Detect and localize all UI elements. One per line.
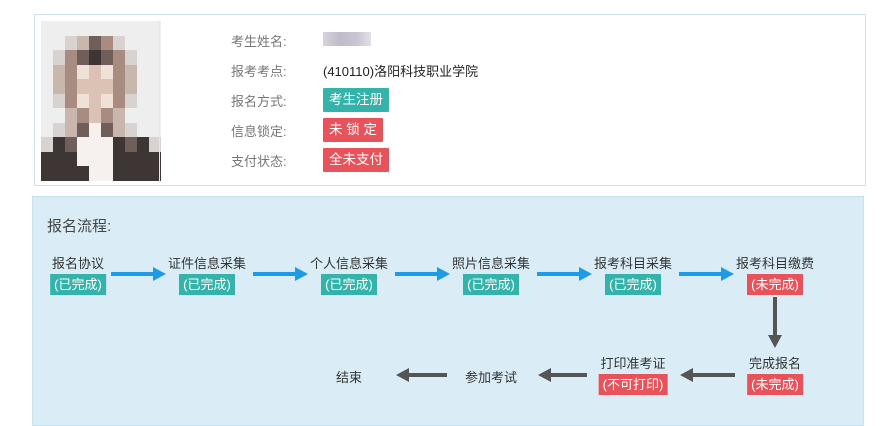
step-subject-payment-name: 报考科目缴费 <box>735 256 815 271</box>
step-print-admission[interactable]: 打印准考证 (不可打印) <box>598 356 668 395</box>
step-print-admission-status: (不可打印) <box>598 374 668 395</box>
registration-process-panel: 报名流程: 报名协议 (已完成) 证件信息采集 (已完成) 个人信息采集 (已完… <box>32 196 864 426</box>
row-registration-method: 报名方式: 考生注册 <box>231 88 389 112</box>
redacted-name <box>323 31 371 46</box>
payment-status-badge: 全未支付 <box>323 148 389 172</box>
step-registration-complete[interactable]: 完成报名 (未完成) <box>747 356 803 395</box>
step-personal-info[interactable]: 个人信息采集 (已完成) <box>310 256 388 295</box>
step-registration-complete-name: 完成报名 <box>748 356 802 371</box>
step-personal-info-status: (已完成) <box>321 274 377 295</box>
payment-status-label: 支付状态: <box>231 153 287 169</box>
arrow-left-icon <box>396 368 447 382</box>
step-subject-payment[interactable]: 报考科目缴费 (未完成) <box>736 256 814 295</box>
step-id-info-status: (已完成) <box>179 274 235 295</box>
profile-card: 考生姓名: 报考考点: (410110)洛阳科技职业学院 报名方式: 考生注册 … <box>34 14 866 186</box>
name-value <box>323 31 371 49</box>
candidate-photo <box>41 21 161 181</box>
arrow-right-icon <box>253 267 308 281</box>
step-photo-info-status: (已完成) <box>463 274 519 295</box>
arrow-down-icon <box>768 297 782 348</box>
step-subject-payment-status: (未完成) <box>747 274 803 295</box>
step-id-info[interactable]: 证件信息采集 (已完成) <box>168 256 246 295</box>
registration-method-badge: 考生注册 <box>323 88 389 112</box>
photo-divider <box>159 21 160 181</box>
step-agreement[interactable]: 报名协议 (已完成) <box>50 256 106 295</box>
step-id-info-name: 证件信息采集 <box>167 256 247 271</box>
step-end[interactable]: 结束 <box>335 370 363 385</box>
step-photo-info-name: 照片信息采集 <box>451 256 531 271</box>
info-lock-badge: 未 锁 定 <box>323 118 384 142</box>
process-title: 报名流程: <box>47 218 112 235</box>
step-print-admission-name: 打印准考证 <box>600 356 666 371</box>
info-lock-label: 信息锁定: <box>231 123 287 139</box>
step-agreement-name: 报名协议 <box>51 256 105 271</box>
arrow-right-icon <box>111 267 166 281</box>
row-name: 考生姓名: <box>231 28 371 52</box>
row-info-lock: 信息锁定: 未 锁 定 <box>231 118 384 142</box>
exam-site-value: (410110)洛阳科技职业学院 <box>323 63 479 79</box>
row-payment-status: 支付状态: 全未支付 <box>231 148 389 172</box>
row-exam-site: 报考考点: (410110)洛阳科技职业学院 <box>231 58 478 82</box>
step-photo-info[interactable]: 照片信息采集 (已完成) <box>452 256 530 295</box>
arrow-right-icon <box>537 267 592 281</box>
name-label: 考生姓名: <box>231 33 287 49</box>
step-subject-selection-status: (已完成) <box>605 274 661 295</box>
exam-site-label: 报考考点: <box>231 63 287 79</box>
arrow-right-icon <box>679 267 734 281</box>
step-personal-info-name: 个人信息采集 <box>309 256 389 271</box>
step-subject-selection[interactable]: 报考科目采集 (已完成) <box>594 256 672 295</box>
step-agreement-status: (已完成) <box>50 274 106 295</box>
registration-method-label: 报名方式: <box>231 93 287 109</box>
arrow-left-icon <box>538 368 587 382</box>
step-registration-complete-status: (未完成) <box>747 374 803 395</box>
step-take-exam[interactable]: 参加考试 <box>464 370 518 385</box>
arrow-left-icon <box>680 368 735 382</box>
arrow-right-icon <box>395 267 450 281</box>
step-subject-selection-name: 报考科目采集 <box>593 256 673 271</box>
